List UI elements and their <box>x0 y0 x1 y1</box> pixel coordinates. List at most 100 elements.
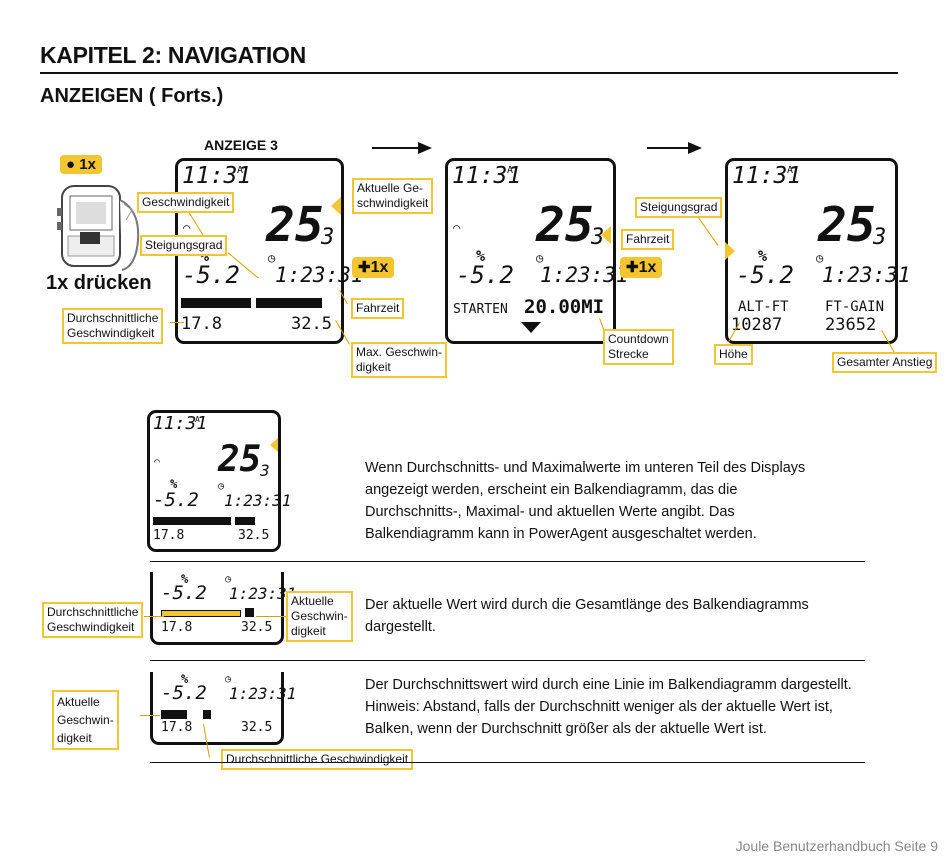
start-label: STARTEN <box>453 302 508 317</box>
am-indicator: A <box>787 165 794 176</box>
screen-3: 11:31 A 25 3 % ◷ -5.2 1:23:31 ALT-FT FT-… <box>725 158 911 344</box>
screen-1: 11:31 A ◠ 25 3 % ◷ -5.2 1:23:31 17.8 32.… <box>175 158 364 344</box>
avg-marker <box>203 710 211 719</box>
avg-value: 17.8 <box>153 528 185 543</box>
grade-value: -5.2 <box>161 682 207 704</box>
divider <box>150 762 865 763</box>
screen-snippet-2: % ◷ -5.2 1:23:31 17.8 32.5 <box>150 572 296 645</box>
bar-outline <box>161 610 241 617</box>
speed-decimal: 3 <box>321 225 335 250</box>
arrow-right-icon <box>647 147 689 149</box>
altitude-label: ALT-FT <box>738 299 789 315</box>
speed-decimal: 3 <box>260 461 270 480</box>
stopwatch-icon: ◷ <box>218 481 225 492</box>
grade-value: -5.2 <box>161 582 207 604</box>
current-speed-marker <box>331 197 341 215</box>
current-bar <box>161 710 187 719</box>
max-value: 32.5 <box>238 528 270 543</box>
title-rule <box>40 72 898 74</box>
display-3-label: ANZEIGE 3 <box>204 137 278 153</box>
press-text: 1x drücken <box>46 272 152 294</box>
stopwatch-icon: ◷ <box>225 674 232 685</box>
label-height: Höhe <box>714 344 753 365</box>
arrowhead-icon <box>418 142 432 154</box>
percent-sign: % <box>200 247 210 265</box>
paragraph-1: Wenn Durchschnitts- und Maximalwerte im … <box>365 460 806 542</box>
stopwatch-icon: ◷ <box>816 251 824 265</box>
grade-value: -5.2 <box>182 261 240 289</box>
max-bar <box>256 298 322 308</box>
section-title: ANZEIGEN ( Forts.) <box>40 85 224 107</box>
speed-value: 25 <box>266 197 324 253</box>
leader-line <box>256 616 288 617</box>
leader-line <box>170 322 184 323</box>
arrowhead-icon <box>688 142 702 154</box>
percent-sign: % <box>181 672 189 686</box>
speedometer-icon: ◠ <box>453 221 461 235</box>
percent-sign: % <box>170 477 178 491</box>
speed-decimal: 3 <box>591 225 605 250</box>
leader-line <box>140 715 160 716</box>
leader-line <box>697 216 719 247</box>
label-speed: Geschwindigkeit <box>137 192 235 213</box>
paragraph-2: Der aktuelle Wert wird durch die Gesamtl… <box>365 597 809 635</box>
current-bar <box>245 608 254 617</box>
countdown-marker <box>601 226 611 244</box>
max-value: 32.5 <box>291 314 332 334</box>
triangle-down-icon <box>521 322 541 333</box>
paragraph-3: Der Durchschnittswert wird durch eine Li… <box>365 677 852 737</box>
avg-bar <box>181 298 251 308</box>
speed-value: 25 <box>536 197 594 253</box>
grade-value: -5.2 <box>153 489 199 511</box>
percent-sign: % <box>181 572 189 586</box>
avg-value: 17.8 <box>161 620 193 635</box>
label-grade: Steigungsgrad <box>140 235 228 256</box>
gain-value: 23652 <box>825 315 877 335</box>
speedometer-icon: ◠ <box>183 221 191 235</box>
speed-value: 25 <box>218 439 262 480</box>
divider <box>150 561 865 562</box>
am-indicator: A <box>507 165 514 176</box>
percent-sign: % <box>476 247 486 265</box>
ride-time-value: 1:23:31 <box>229 584 297 603</box>
distance-value: 20.00MI <box>524 296 605 318</box>
avg-value: 17.8 <box>181 314 222 334</box>
current-bar <box>235 517 255 525</box>
label-avg-speed-3: Durchschnittliche Geschwindigkeit <box>221 749 414 770</box>
max-value: 32.5 <box>241 720 273 735</box>
clock: 11:31 <box>452 163 522 189</box>
stopwatch-icon: ◷ <box>536 251 544 265</box>
ride-time-value: 1:23:31 <box>540 263 629 287</box>
label-ride-time: Fahrzeit <box>351 298 405 319</box>
avg-value: 17.8 <box>161 720 193 735</box>
speedometer-icon: ◠ <box>154 457 161 468</box>
label-ride-time-2: Fahrzeit <box>621 229 675 250</box>
divider <box>150 660 865 661</box>
clock: 11:31 <box>732 163 802 189</box>
arrow-right-icon <box>372 147 420 149</box>
speed-value: 25 <box>818 197 876 253</box>
am-indicator: A <box>237 165 244 176</box>
label-max-speed: Max. Geschwin-digkeit <box>351 342 448 378</box>
plus-badge: ✚1x <box>352 257 395 278</box>
stopwatch-icon: ◷ <box>268 251 276 265</box>
clock: 11:31 <box>153 413 208 434</box>
plus-badge: ✚1x <box>620 257 663 278</box>
device-icon <box>57 185 140 271</box>
screen-bar-example: 11:31 A ◠ 25 3 % ◷ -5.2 1:23:31 17.8 32.… <box>147 410 291 552</box>
speed-decimal: 3 <box>873 225 887 250</box>
screen-snippet-3: % ◷ -5.2 1:23:31 17.8 32.5 <box>150 672 296 745</box>
label-grade-2: Steigungsgrad <box>635 197 723 218</box>
grade-value: -5.2 <box>736 261 794 289</box>
leader-line <box>144 616 164 617</box>
clock: 11:31 <box>182 163 252 189</box>
ride-time-value: 1:23:31 <box>229 684 297 703</box>
percent-sign: % <box>758 247 768 265</box>
screen-2: 11:31 A ◠ 25 3 % ◷ -5.2 1:23:31 STARTEN … <box>445 158 629 344</box>
ride-time-value: 1:23:31 <box>275 263 364 287</box>
